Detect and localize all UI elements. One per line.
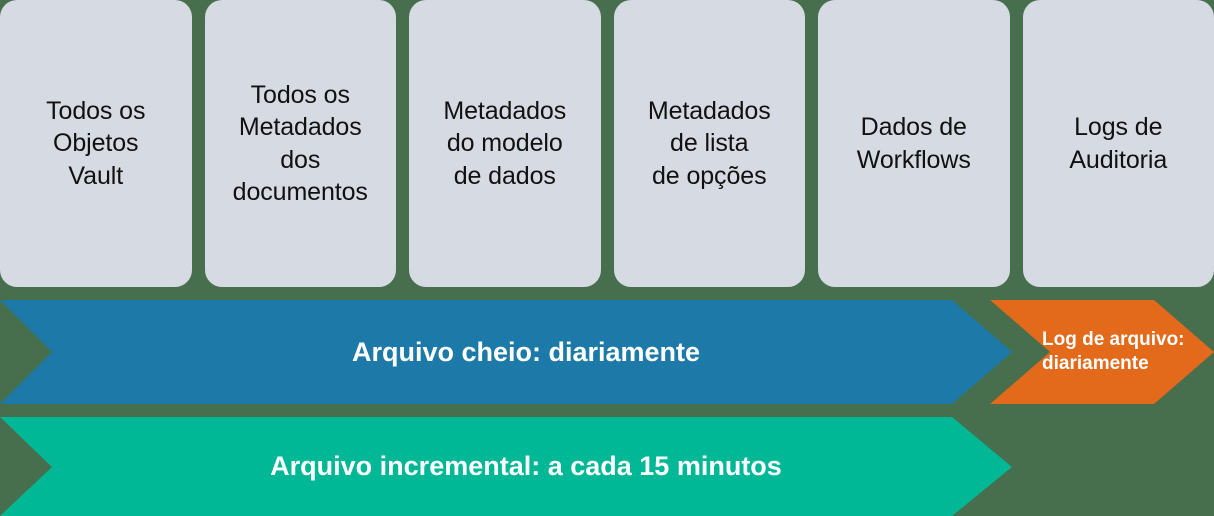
card-metadados-lista-opcoes: Metadados de lista de opções xyxy=(613,0,805,287)
card-logs-auditoria: Logs de Auditoria xyxy=(1022,0,1214,287)
card-label: Logs de Auditoria xyxy=(1069,113,1168,174)
band-archive-log: Log de arquivo: diariamente xyxy=(990,300,1214,404)
data-scope-card-row: Todos os Objetos Vault Todos os Metadado… xyxy=(0,0,1214,287)
band-incremental-archive: Arquivo incremental: a cada 15 minutos xyxy=(0,417,1012,516)
card-todos-objetos-vault: Todos os Objetos Vault xyxy=(0,0,192,287)
card-label: Dados de Workflows xyxy=(856,113,971,174)
card-metadados-modelo-dados: Metadados do modelo de dados xyxy=(409,0,601,287)
band-archive-log-label: Log de arquivo: diariamente xyxy=(1042,328,1185,374)
card-dados-workflows: Dados de Workflows xyxy=(818,0,1010,287)
card-label: Metadados de lista de opções xyxy=(647,96,771,190)
band-full-archive: Arquivo cheio: diariamente xyxy=(0,300,1012,404)
band-full-archive-label: Arquivo cheio: diariamente xyxy=(351,336,701,367)
card-label: Todos os Metadados dos documentos xyxy=(232,80,368,207)
band-incremental-archive-label: Arquivo incremental: a cada 15 minutos xyxy=(270,451,782,481)
card-label: Todos os Objetos Vault xyxy=(46,96,146,190)
card-todos-metadados-documentos: Todos os Metadados dos documentos xyxy=(204,0,396,287)
card-label: Metadados do modelo de dados xyxy=(443,96,567,190)
